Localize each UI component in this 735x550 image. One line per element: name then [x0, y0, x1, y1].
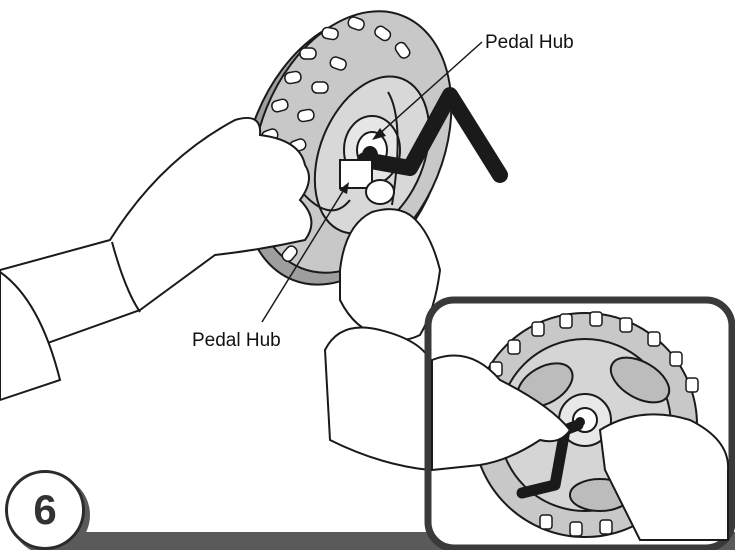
- inset-panel: [428, 300, 732, 548]
- callout-label-pedal-hub-bottom: Pedal Hub: [192, 330, 281, 352]
- callout-label-pedal-hub-top: Pedal Hub: [485, 32, 574, 54]
- step-badge: 6: [5, 470, 85, 550]
- step-number: 6: [8, 473, 82, 547]
